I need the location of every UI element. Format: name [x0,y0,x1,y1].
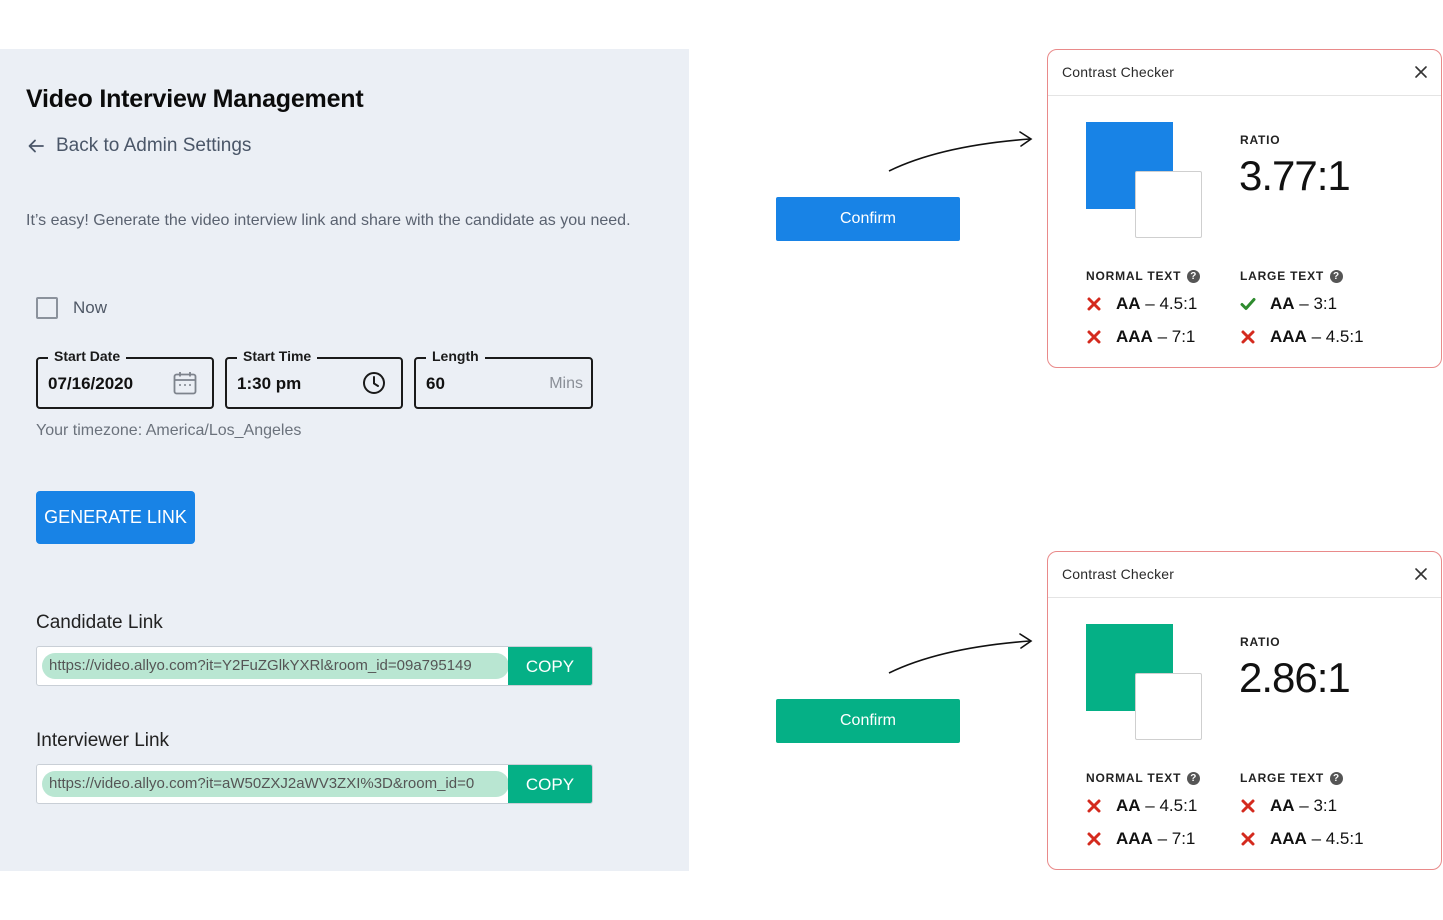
page-title: Video Interview Management [26,85,364,113]
now-option[interactable]: Now [36,297,107,319]
fail-cross-icon [1087,330,1101,344]
normal-text-heading: NORMAL TEXT ? [1086,269,1201,283]
result-large-aaa: AAA – 4.5:1 [1240,327,1364,347]
normal-text-label: NORMAL TEXT [1086,771,1182,785]
fail-cross-icon [1241,832,1255,846]
background-swatch [1135,171,1202,238]
length-field[interactable]: Length 60 Mins [414,348,593,409]
calendar-icon[interactable] [172,370,198,396]
checker-header: Contrast Checker [1048,50,1441,96]
fail-cross-icon [1241,330,1255,344]
close-icon[interactable] [1411,62,1431,82]
start-time-field[interactable]: Start Time 1:30 pm [225,348,403,409]
start-date-label: Start Date [48,348,127,364]
help-icon[interactable]: ? [1330,269,1344,283]
confirm-button-green[interactable]: Confirm [776,699,960,743]
back-link-label: Back to Admin Settings [56,135,252,156]
large-text-label: LARGE TEXT [1240,771,1325,785]
candidate-link-label: Candidate Link [36,612,163,633]
video-interview-panel: Video Interview Management Back to Admin… [0,49,689,871]
copy-interviewer-link-button[interactable]: COPY [508,765,592,803]
normal-text-heading: NORMAL TEXT ? [1086,771,1201,785]
contrast-checker-green: Contrast Checker RATIO 2.86:1 NORMAL TEX… [1047,551,1442,870]
confirm-button-blue[interactable]: Confirm [776,197,960,241]
arrow-2-icon [888,633,1033,674]
now-checkbox[interactable] [36,297,58,319]
checker-header: Contrast Checker [1048,552,1441,598]
length-value: 60 [426,374,445,393]
ratio-value: 2.86:1 [1239,654,1351,701]
result-normal-aa: AA – 4.5:1 [1086,294,1197,314]
interviewer-link-field[interactable]: https://video.allyo.com?it=aW50ZXJ2aWV3Z… [36,764,593,804]
result-large-aaa: AAA – 4.5:1 [1240,829,1364,849]
length-label: Length [426,348,485,364]
length-unit: Mins [549,375,583,392]
intro-text: It’s easy! Generate the video interview … [26,212,631,229]
candidate-link-field[interactable]: https://video.allyo.com?it=Y2FuZGlkYXRl&… [36,646,593,686]
close-icon[interactable] [1411,564,1431,584]
ratio-label: RATIO [1240,635,1281,649]
result-normal-aaa: AAA – 7:1 [1086,829,1195,849]
back-to-admin-link[interactable]: Back to Admin Settings [26,135,251,157]
fail-cross-icon [1087,297,1101,311]
start-date-field[interactable]: Start Date 07/16/2020 [36,348,214,409]
copy-candidate-link-button[interactable]: COPY [508,647,592,685]
start-time-label: Start Time [237,348,318,364]
contrast-checker-blue: Contrast Checker RATIO 3.77:1 NORMAL TEX… [1047,49,1442,368]
help-icon[interactable]: ? [1187,269,1201,283]
now-label: Now [73,298,108,317]
large-text-label: LARGE TEXT [1240,269,1325,283]
help-icon[interactable]: ? [1187,771,1201,785]
checker-title: Contrast Checker [1062,566,1175,582]
arrow-1-icon [888,131,1033,172]
start-time-value: 1:30 pm [237,374,302,393]
fail-cross-icon [1241,799,1255,813]
ratio-label: RATIO [1240,133,1281,147]
ratio-value: 3.77:1 [1239,152,1351,199]
fail-cross-icon [1087,799,1101,813]
normal-text-label: NORMAL TEXT [1086,269,1182,283]
fail-cross-icon [1087,832,1101,846]
checker-title: Contrast Checker [1062,64,1175,80]
result-large-aa: AA – 3:1 [1240,796,1337,816]
clock-icon[interactable] [361,370,387,396]
start-date-value: 07/16/2020 [48,374,134,393]
result-normal-aaa: AAA – 7:1 [1086,327,1195,347]
timezone-text: Your timezone: America/Los_Angeles [36,422,302,439]
arrow-left-icon [28,139,44,153]
interviewer-link-url[interactable]: https://video.allyo.com?it=aW50ZXJ2aWV3Z… [42,771,509,797]
interviewer-link-label: Interviewer Link [36,730,170,751]
background-swatch [1135,673,1202,740]
pass-check-icon [1240,298,1256,310]
candidate-link-url[interactable]: https://video.allyo.com?it=Y2FuZGlkYXRl&… [42,653,509,679]
generate-link-button[interactable]: GENERATE LINK [36,491,195,544]
help-icon[interactable]: ? [1330,771,1344,785]
result-large-aa: AA – 3:1 [1240,294,1337,314]
large-text-heading: LARGE TEXT ? [1240,771,1344,785]
result-normal-aa: AA – 4.5:1 [1086,796,1197,816]
large-text-heading: LARGE TEXT ? [1240,269,1344,283]
